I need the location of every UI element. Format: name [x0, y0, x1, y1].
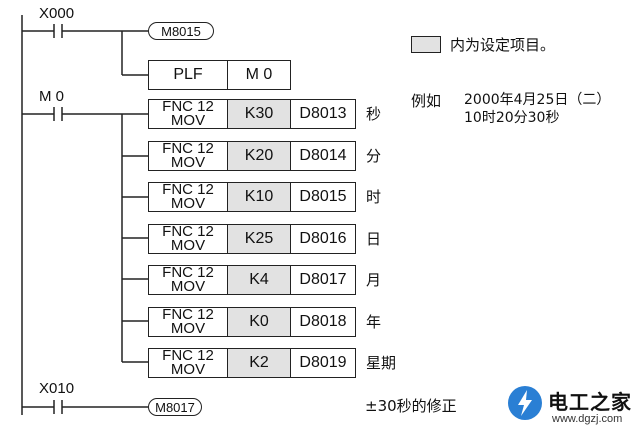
contact-x010-label: X010	[39, 380, 75, 397]
fnc-code-label: FNC 12	[162, 306, 214, 323]
mov-unit-label: 日	[366, 230, 382, 248]
mov-mnemonic-label: MOV	[170, 195, 206, 212]
fnc-code-label: FNC 12	[162, 98, 214, 115]
contact-m0-label: M 0	[39, 88, 65, 105]
mov-dest-box: D8015	[290, 182, 356, 212]
wiring	[21, 15, 148, 415]
mov-mnemonic-label: MOV	[170, 112, 206, 129]
fnc-code-label: FNC 12	[162, 264, 214, 281]
mov-unit-label: 秒	[366, 105, 382, 123]
example-time: 10时20分30秒	[464, 110, 560, 126]
mov-dest-box: D8013	[290, 99, 356, 129]
mov-mnemonic-label: MOV	[170, 320, 206, 337]
watermark-url: www.dgzj.com	[552, 413, 623, 425]
mov-unit-label: 月	[366, 271, 382, 289]
mov-dest-box: D8016	[290, 224, 356, 254]
mov-mnemonic-label: MOV	[170, 278, 206, 295]
mov-unit-label: 分	[366, 147, 382, 165]
mov-dest-box: D8019	[290, 348, 356, 378]
plf-instruction-box: PLF	[148, 60, 228, 90]
watermark-logo-icon	[508, 386, 542, 420]
mov-source-box: K4	[227, 265, 291, 295]
fnc-code-label: FNC 12	[162, 347, 214, 364]
mov-unit-label: 年	[366, 313, 382, 331]
mov-source-box: K0	[227, 307, 291, 337]
mov-source-box: K2	[227, 348, 291, 378]
example-prefix: 例如	[411, 92, 442, 110]
fnc-code-label: FNC 12	[162, 223, 214, 240]
legend-text: 内为设定项目。	[450, 36, 556, 54]
mov-unit-label: 星期	[366, 354, 397, 372]
mov-mnemonic-label: MOV	[170, 154, 206, 171]
mov-dest-box: D8014	[290, 141, 356, 171]
mov-source-box: K25	[227, 224, 291, 254]
mov-dest-box: D8017	[290, 265, 356, 295]
mov-mnemonic-label: MOV	[170, 361, 206, 378]
mov-source-box: K10	[227, 182, 291, 212]
mov-dest-box: D8018	[290, 307, 356, 337]
mov-source-box: K20	[227, 141, 291, 171]
watermark-title: 电工之家	[548, 390, 632, 414]
mov-source-box: K30	[227, 99, 291, 129]
legend-shaded-swatch	[411, 36, 441, 53]
coil-m8017: M8017	[148, 398, 202, 416]
fnc-code-label: FNC 12	[162, 140, 214, 157]
fnc-code-label: FNC 12	[162, 181, 214, 198]
mov-unit-label: 时	[366, 188, 382, 206]
plf-operand-box: M 0	[227, 60, 291, 90]
coil-m8015: M8015	[148, 22, 214, 40]
contacts	[53, 24, 63, 414]
correction-note: ±30秒的修正	[365, 397, 457, 415]
contact-x000-label: X000	[39, 5, 75, 22]
mov-mnemonic-label: MOV	[170, 237, 206, 254]
example-date: 2000年4月25日（二）	[464, 92, 611, 108]
